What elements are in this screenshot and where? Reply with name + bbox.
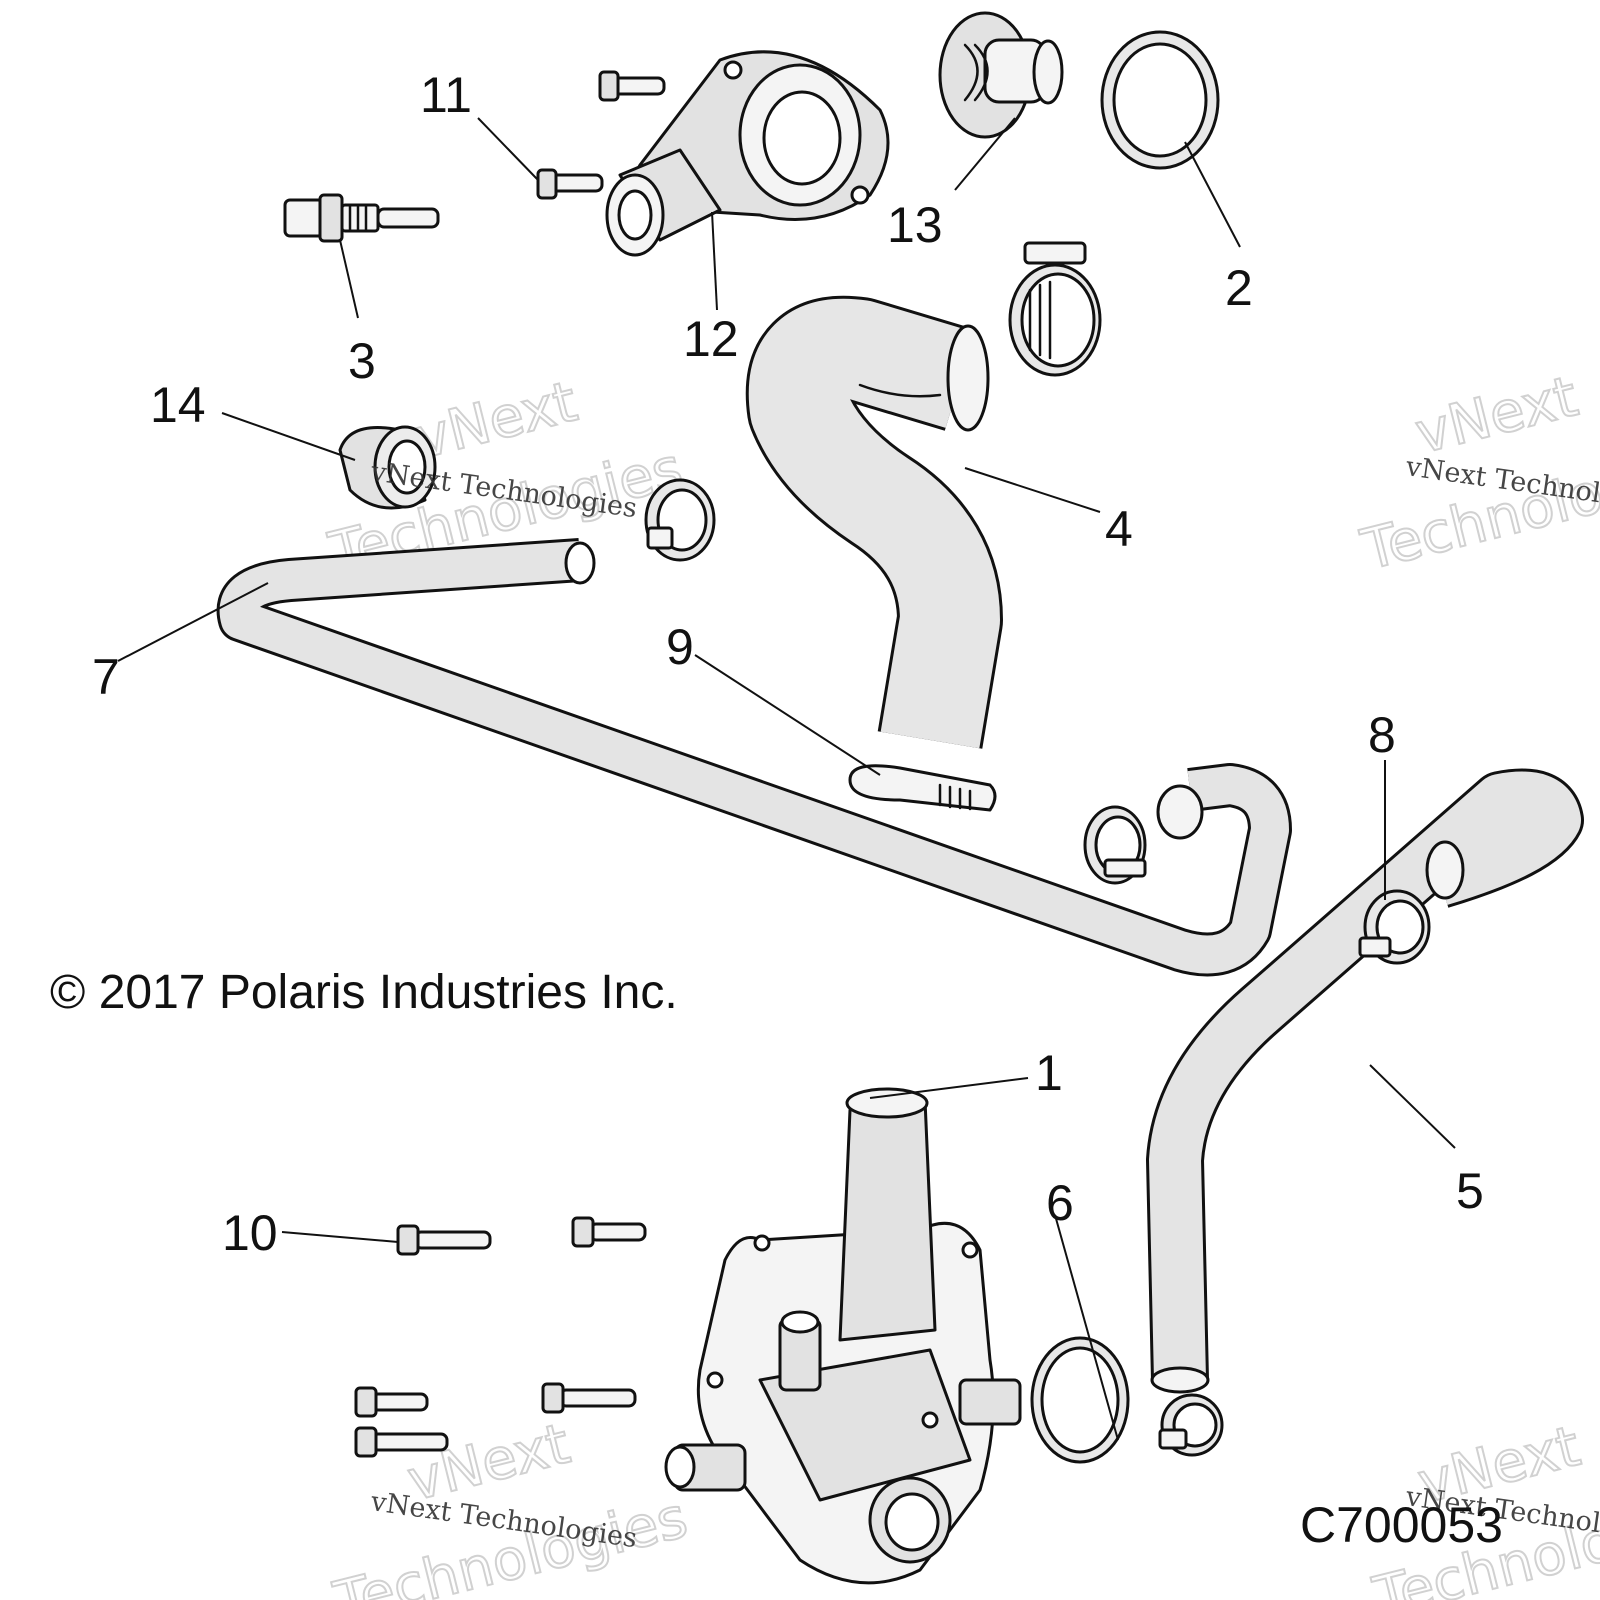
callout-labels: 1 2 3 4 5 6 7 8 9 10 11 12 13 14 [92,67,1484,1261]
bolt-part-10-e [541,1382,637,1414]
grommet-part-14 [338,425,437,510]
thermostat-part-13 [938,11,1064,139]
hose-clamp-part-9-upper [644,478,716,562]
hose-clamp-part-9-lower [848,764,997,812]
callout-2: 2 [1225,260,1253,316]
callout-14: 14 [150,377,206,433]
callout-5: 5 [1456,1163,1484,1219]
o-ring-part-6 [1030,1336,1130,1464]
watermark-line2: Technologies [1355,433,1600,583]
callout-8: 8 [1368,707,1396,763]
bolt-part-10-c [354,1386,429,1418]
thermostat-housing-part-12 [605,50,890,257]
callout-3: 3 [348,333,376,389]
leader-lines [117,117,1456,1441]
callout-1: 1 [1035,1045,1063,1101]
hose-clamp-lower-right [1158,1393,1224,1457]
callout-13: 13 [887,197,943,253]
callout-7: 7 [92,649,120,705]
diagram-code: C700053 [1300,1497,1503,1553]
water-pump-part-1 [664,1087,1022,1585]
hose-clamp-upper [1008,241,1102,377]
callout-12: 12 [683,311,739,367]
temperature-sensor-part-3 [283,193,440,243]
hose-lower-part-5 [1146,768,1584,1394]
hose-clamp-part-8 [1358,889,1431,965]
bolt-part-10-b [571,1216,647,1248]
callout-10: 10 [222,1205,278,1261]
hose-upper-part-4 [745,295,1003,749]
copyright-notice: © 2017 Polaris Industries Inc. [50,966,678,1019]
callout-9: 9 [666,619,694,675]
hose-clamp-middle [1083,805,1147,885]
callout-6: 6 [1046,1175,1074,1231]
hose-bypass-part-7 [216,538,1292,977]
bolt-part-11-upper [598,70,666,102]
bolt-part-10-a [396,1224,492,1256]
callout-11: 11 [420,67,472,123]
callout-4: 4 [1105,501,1133,557]
watermark-line1: vNext [1409,364,1583,467]
watermark-bottom-left: vNext Technologies [327,1411,695,1600]
o-ring-part-2 [1100,30,1220,170]
bolt-part-11-lower [536,168,604,200]
bolt-part-10-d [354,1426,449,1458]
